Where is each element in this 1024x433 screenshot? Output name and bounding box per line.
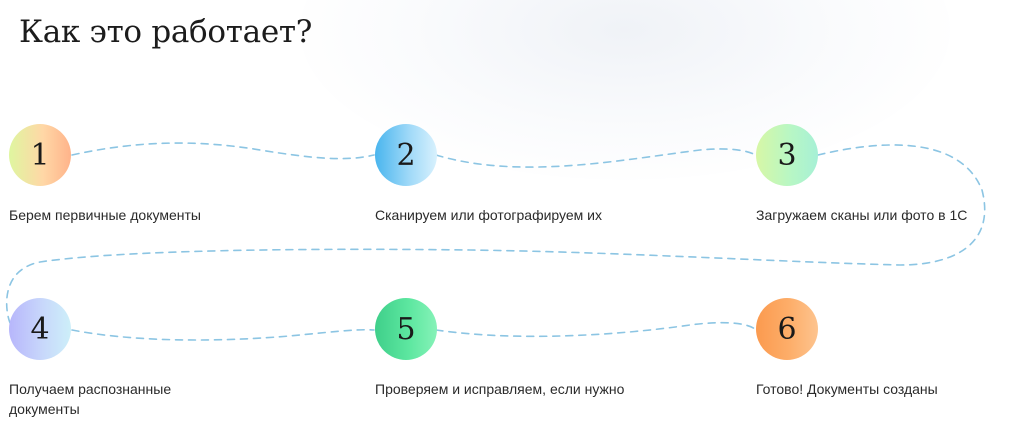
step-description: Готово! Документы созданы (756, 381, 938, 397)
step-number-circle: 5 (375, 298, 437, 360)
step-number-circle: 3 (756, 124, 818, 186)
step-number-circle: 1 (9, 124, 71, 186)
step-6: 6 Готово! Документы созданы (756, 298, 1016, 399)
step-5: 5 Проверяем и исправляем, если нужно (375, 298, 635, 399)
section-title: Как это работает? (19, 14, 313, 50)
step-number-circle: 2 (375, 124, 437, 186)
step-number-circle: 6 (756, 298, 818, 360)
step-description: Берем первичные документы (9, 207, 201, 223)
step-2: 2 Сканируем или фотографируем их (375, 124, 635, 225)
step-description: Сканируем или фотографируем их (375, 207, 603, 223)
step-1: 1 Берем первичные документы (9, 124, 269, 225)
step-description: Получаем распознанные документы (9, 381, 172, 417)
step-4: 4 Получаем распознанные документы (9, 298, 269, 419)
step-number-circle: 4 (9, 298, 71, 360)
step-description: Загружаем сканы или фото в 1С (756, 207, 968, 223)
step-description: Проверяем и исправляем, если нужно (375, 381, 625, 397)
step-3: 3 Загружаем сканы или фото в 1С (756, 124, 1016, 225)
